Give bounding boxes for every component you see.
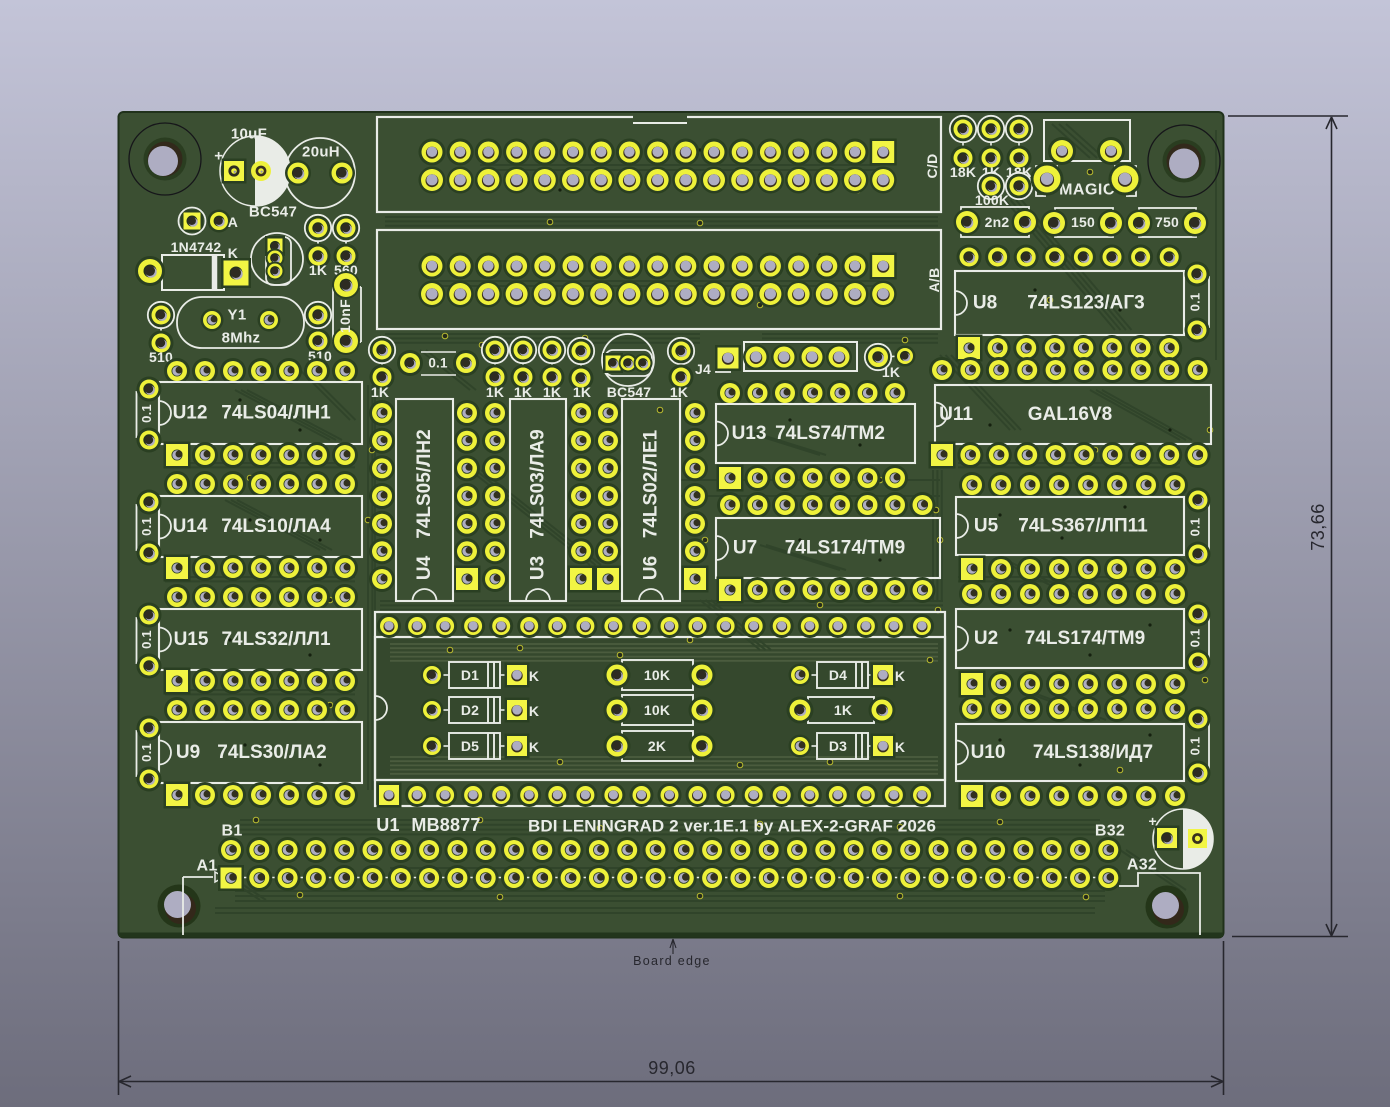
svg-text:MAGIC: MAGIC (1059, 182, 1115, 199)
svg-text:U14: U14 (173, 516, 208, 537)
svg-text:74LS05/ЛН2: 74LS05/ЛН2 (414, 429, 435, 538)
svg-text:A/B: A/B (926, 267, 942, 292)
svg-text:BC547: BC547 (607, 384, 652, 400)
svg-text:74LS03/ЛА9: 74LS03/ЛА9 (528, 429, 549, 538)
svg-text:73,66: 73,66 (1308, 503, 1328, 551)
svg-text:510: 510 (149, 349, 173, 365)
svg-text:U1: U1 (376, 815, 399, 835)
svg-text:U6: U6 (641, 556, 662, 580)
svg-text:K: K (529, 739, 539, 755)
svg-text:A: A (228, 214, 238, 230)
svg-text:BC547: BC547 (249, 204, 297, 221)
svg-text:0.1: 0.1 (428, 356, 448, 371)
svg-text:A32: A32 (1127, 857, 1157, 874)
svg-text:150: 150 (1071, 214, 1095, 230)
svg-text:D1: D1 (461, 667, 479, 683)
svg-text:B32: B32 (1095, 823, 1125, 840)
svg-text:D3: D3 (829, 738, 847, 754)
svg-text:D2: D2 (461, 702, 479, 718)
svg-text:74LS174/ТМ9: 74LS174/ТМ9 (785, 538, 905, 559)
svg-text:0.1: 0.1 (1188, 629, 1203, 648)
svg-text:0.1: 0.1 (1188, 737, 1203, 756)
svg-text:D4: D4 (829, 667, 847, 683)
svg-text:1K: 1K (514, 384, 532, 400)
svg-text:10nF: 10nF (337, 299, 353, 333)
svg-text:0.1: 0.1 (139, 517, 154, 536)
svg-text:74LS123/АГ3: 74LS123/АГ3 (1027, 293, 1144, 314)
svg-text:Board edge: Board edge (633, 954, 711, 968)
svg-text:74LS138/ИД7: 74LS138/ИД7 (1033, 742, 1153, 763)
svg-text:U13: U13 (732, 423, 767, 444)
svg-text:U15: U15 (174, 629, 209, 650)
svg-text:1K: 1K (573, 384, 591, 400)
svg-text:2n2: 2n2 (985, 214, 1010, 230)
svg-text:Y1: Y1 (228, 307, 247, 324)
svg-text:U10: U10 (971, 742, 1006, 763)
svg-text:74LS02/ЛЕ1: 74LS02/ЛЕ1 (641, 429, 662, 538)
svg-text:U11: U11 (939, 404, 973, 425)
svg-text:74LS30/ЛА2: 74LS30/ЛА2 (217, 742, 326, 763)
svg-text:U8: U8 (973, 293, 997, 314)
svg-text:18K: 18K (950, 164, 976, 180)
svg-text:K: K (529, 703, 539, 719)
svg-text:K: K (529, 668, 539, 684)
svg-text:99,06: 99,06 (648, 1058, 696, 1078)
svg-text:0.1: 0.1 (139, 630, 154, 649)
svg-text:74LS174/ТМ9: 74LS174/ТМ9 (1025, 628, 1145, 649)
svg-text:C/D: C/D (924, 153, 940, 178)
svg-text:U7: U7 (733, 538, 757, 559)
svg-text:U4: U4 (414, 555, 435, 580)
svg-text:750: 750 (1155, 214, 1179, 230)
svg-text:0.1: 0.1 (139, 743, 154, 762)
svg-text:K: K (895, 739, 905, 755)
svg-text:GAL16V8: GAL16V8 (1028, 404, 1112, 425)
svg-text:74LS32/ЛЛ1: 74LS32/ЛЛ1 (221, 629, 330, 650)
svg-text:J4: J4 (695, 361, 711, 377)
svg-text:+: + (214, 148, 224, 165)
svg-text:1K: 1K (543, 384, 561, 400)
svg-text:10K: 10K (644, 667, 670, 683)
svg-text:B1: B1 (221, 823, 242, 840)
svg-text:D5: D5 (461, 738, 479, 754)
svg-text:1K: 1K (834, 702, 852, 718)
svg-text:U2: U2 (974, 628, 998, 649)
svg-text:A1: A1 (196, 858, 217, 875)
svg-text:1K: 1K (882, 364, 900, 380)
svg-text:MB8877: MB8877 (411, 815, 480, 835)
svg-text:U12: U12 (173, 403, 208, 424)
svg-text:2K: 2K (648, 738, 666, 754)
svg-text:0.1: 0.1 (1188, 293, 1203, 312)
svg-text:K: K (228, 245, 238, 261)
svg-text:20uH: 20uH (302, 144, 340, 161)
svg-text:74LS04/ЛН1: 74LS04/ЛН1 (221, 403, 331, 424)
svg-text:8Mhz: 8Mhz (222, 330, 261, 347)
svg-text:U3: U3 (528, 556, 549, 580)
svg-text:1K: 1K (371, 384, 389, 400)
svg-text:0.1: 0.1 (1188, 518, 1203, 537)
svg-text:K: K (895, 668, 905, 684)
svg-text:1K: 1K (670, 384, 688, 400)
svg-text:U9: U9 (176, 742, 200, 763)
svg-text:U5: U5 (974, 516, 999, 537)
svg-text:10uF: 10uF (231, 126, 267, 143)
svg-text:1N4742: 1N4742 (171, 239, 222, 255)
svg-text:74LS10/ЛА4: 74LS10/ЛА4 (221, 516, 331, 537)
svg-text:74LS367/ЛП11: 74LS367/ЛП11 (1018, 516, 1148, 537)
svg-text:+: + (1149, 813, 1158, 829)
svg-text:10K: 10K (644, 702, 670, 718)
svg-text:0.1: 0.1 (139, 404, 154, 423)
svg-text:100K: 100K (975, 192, 1009, 208)
svg-text:1K: 1K (486, 384, 504, 400)
svg-text:74LS74/ТМ2: 74LS74/ТМ2 (775, 423, 885, 444)
svg-text:BDI LENINGRAD 2 ver.1E.1 by AL: BDI LENINGRAD 2 ver.1E.1 by ALEX-2-GRAF … (528, 817, 936, 836)
svg-text:1K: 1K (309, 262, 327, 278)
